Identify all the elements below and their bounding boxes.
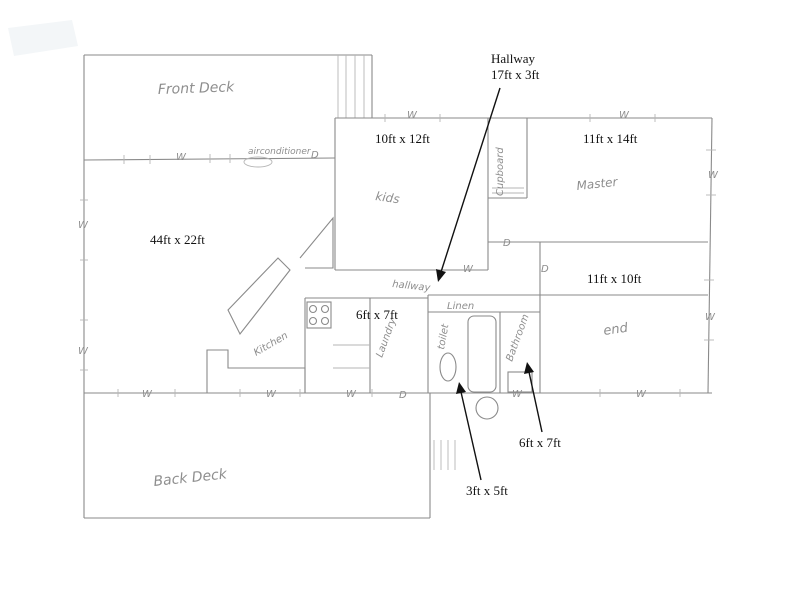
dim-toilet: 3ft x 5ft [466, 483, 508, 498]
kitchen-island [227, 257, 291, 336]
label-kitchen: Kitchen [252, 330, 290, 358]
window-mark-back-4: W [512, 389, 523, 400]
master-end-walls [488, 241, 708, 393]
label-air-conditioner: airconditioner [248, 147, 312, 157]
label-cupboard: Cupboard [495, 147, 506, 196]
dim-end: 11ft x 10ft [587, 271, 642, 286]
wall-markers: W D W W W W W W W W W W W W D D D [78, 110, 719, 401]
window-mark-east-1: W [708, 170, 719, 181]
window-mark-hallway: W [463, 264, 474, 275]
window-mark-front-1: W [176, 152, 187, 163]
label-toilet: toilet [436, 322, 451, 350]
window-mark-east-2: W [705, 312, 716, 323]
dim-living: 44ft x 22ft [150, 232, 205, 247]
dim-hallway: 17ft x 3ft [491, 67, 540, 82]
back-deck-outline [83, 393, 456, 519]
label-laundry: Laundry [374, 316, 399, 359]
door-mark-end: D [541, 264, 549, 275]
kitchen-laundry-walls [206, 216, 428, 393]
air-conditioner-unit [243, 156, 273, 168]
hallway-bath-walls [427, 294, 540, 420]
label-end: end [602, 321, 629, 339]
dim-master: 11ft x 14ft [583, 131, 638, 146]
bath-cabinet [507, 371, 533, 393]
front-deck-outline [83, 54, 373, 160]
window-mark-west-1: W [78, 220, 89, 231]
hallway-title: Hallway [491, 51, 536, 66]
kitchen-counter [206, 349, 306, 393]
window-mark-kids: W [407, 110, 418, 121]
window-mark-back-1: W [142, 389, 153, 400]
label-hallway: hallway [392, 279, 432, 294]
label-linen: Linen [447, 301, 474, 312]
label-kids: kids [375, 189, 401, 206]
dim-laundry: 6ft x 7ft [356, 307, 398, 322]
arrow-bathroom [524, 362, 543, 433]
dim-kids: 10ft x 12ft [375, 131, 430, 146]
label-front-deck: Front Deck [158, 79, 236, 98]
toilet-bowl [439, 352, 457, 382]
label-back-deck: Back Deck [153, 466, 229, 490]
stove [306, 301, 332, 329]
door-mark-master: D [503, 238, 511, 249]
paper-scan-edge [8, 20, 78, 56]
arrow-hallway [436, 87, 501, 282]
window-mark-back-3: W [346, 389, 357, 400]
cupboard-walls [488, 118, 528, 199]
exterior-walls [83, 117, 713, 394]
kids-room-walls [334, 118, 489, 271]
arrow-toilet [456, 382, 482, 481]
window-mark-back-5: W [636, 389, 647, 400]
window-mark-master: W [619, 110, 630, 121]
angled-wall [299, 216, 334, 269]
door-mark-back: D [399, 390, 407, 401]
door-mark-front: D [311, 150, 319, 161]
label-master: Master [576, 175, 619, 193]
dim-bathroom: 6ft x 7ft [519, 435, 561, 450]
window-mark-west-2: W [78, 346, 89, 357]
window-mark-back-2: W [266, 389, 277, 400]
label-bathroom: Bathroom [504, 313, 531, 363]
wall-tick-marks [80, 114, 716, 397]
bathtub [467, 315, 497, 393]
basin [475, 396, 499, 420]
